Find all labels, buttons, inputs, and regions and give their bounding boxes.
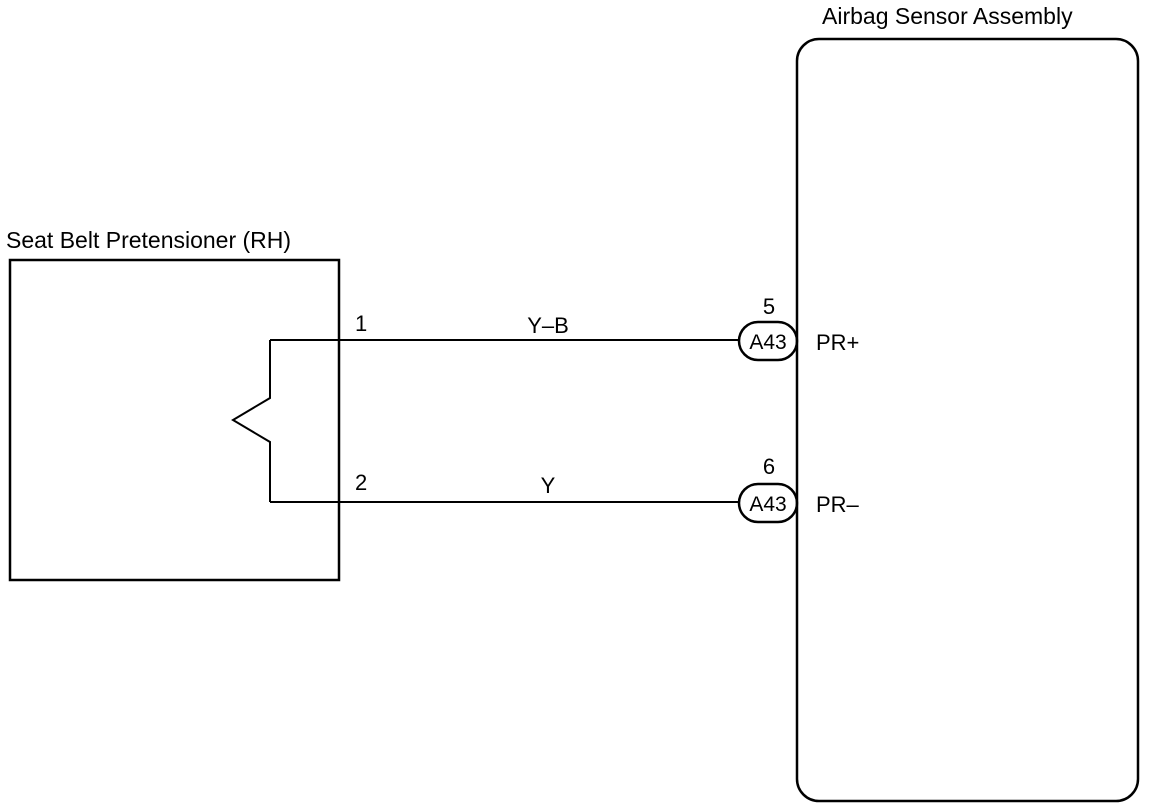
connector-a43-pin6 [737, 482, 799, 524]
sensor-pin-5: 5 [763, 294, 775, 319]
wire-1-color-code: Y–B [527, 313, 569, 338]
wire-2-color-code: Y [541, 473, 556, 498]
squib-symbol-icon [231, 340, 271, 502]
sensor-label: Airbag Sensor Assembly [822, 3, 1073, 29]
pretensioner-pin-2: 2 [355, 470, 367, 495]
connector-a43-pin5-label: A43 [749, 331, 786, 354]
sensor-pin-6: 6 [763, 454, 775, 479]
pretensioner-pin-1: 1 [355, 311, 367, 336]
sensor-box [795, 37, 1140, 803]
terminal-pr-minus: PR– [816, 492, 860, 517]
pretensioner-box [8, 258, 341, 582]
pretensioner-label: Seat Belt Pretensioner (RH) [6, 227, 291, 253]
terminal-pr-plus: PR+ [816, 330, 859, 355]
connector-a43-pin5 [737, 320, 799, 362]
connector-a43-pin6-label: A43 [749, 493, 786, 516]
